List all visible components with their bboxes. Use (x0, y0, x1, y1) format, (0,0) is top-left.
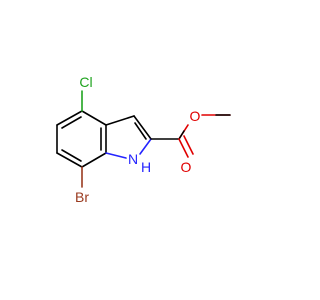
atom-label-n: N (128, 151, 138, 167)
bond-c6-c7 (56, 152, 83, 168)
bond-carbonyl-c-o-double-a (178, 138, 189, 158)
bond-c4-c5 (56, 110, 83, 126)
bond-c2-n1 (139, 138, 152, 155)
atom-label-o-carbonyl: O (181, 159, 192, 175)
bond-c3-c2 (133, 115, 152, 140)
bond-c3a-c4 (81, 110, 107, 126)
bond-c7-c7a (81, 152, 107, 168)
molecule-structure: Cl Br O O N H (56, 74, 231, 205)
atom-label-o-ether: O (190, 108, 201, 124)
bond-c6-c7-double (61, 149, 82, 162)
atom-label-cl: Cl (79, 74, 92, 90)
bond-carbonyl-c-o-double-b (183, 135, 194, 155)
bond-carbonyl-c-o-ether-c-half (178, 130, 185, 140)
atom-label-br: Br (75, 189, 89, 205)
bond-c3-c2-double (134, 122, 147, 140)
atom-label-h: H (141, 159, 151, 175)
bond-n1-c7a (105, 152, 127, 159)
bond-c3a-c3 (105, 115, 135, 126)
bond-c4-c5-double (61, 116, 82, 129)
